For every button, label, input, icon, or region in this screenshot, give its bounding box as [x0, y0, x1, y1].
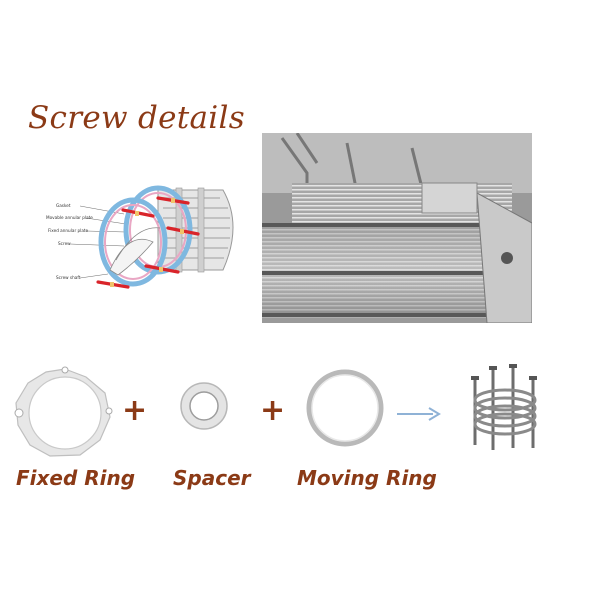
spacer-image — [180, 382, 228, 430]
diagram-label-screw: Screw — [58, 241, 71, 246]
diagram-label-gasket: Gasket — [56, 203, 71, 208]
diagram-label-movable-plate: Movable annular plate — [46, 215, 93, 220]
diagram-label-screw-shaft: Screw shaft — [56, 275, 81, 280]
diagram-label-fixed-plate: Fixed annular plate — [48, 228, 89, 233]
arrow-right-icon — [397, 407, 441, 421]
moving-ring-label: Moving Ring — [297, 466, 437, 490]
fixed-ring-image — [14, 366, 113, 457]
spacer-label: Spacer — [173, 466, 251, 490]
screw-assembly-diagram: Gasket Movable annular plate Fixed annul… — [46, 185, 234, 289]
fixed-ring-label: Fixed Ring — [16, 466, 136, 490]
ring-stack-assembly-image — [471, 364, 537, 450]
page-title: Screw details — [28, 100, 245, 136]
screw-press-photo — [262, 133, 532, 323]
plus-sign-1: + — [122, 393, 148, 428]
moving-ring-image — [306, 369, 384, 447]
plus-sign-2: + — [260, 393, 286, 428]
